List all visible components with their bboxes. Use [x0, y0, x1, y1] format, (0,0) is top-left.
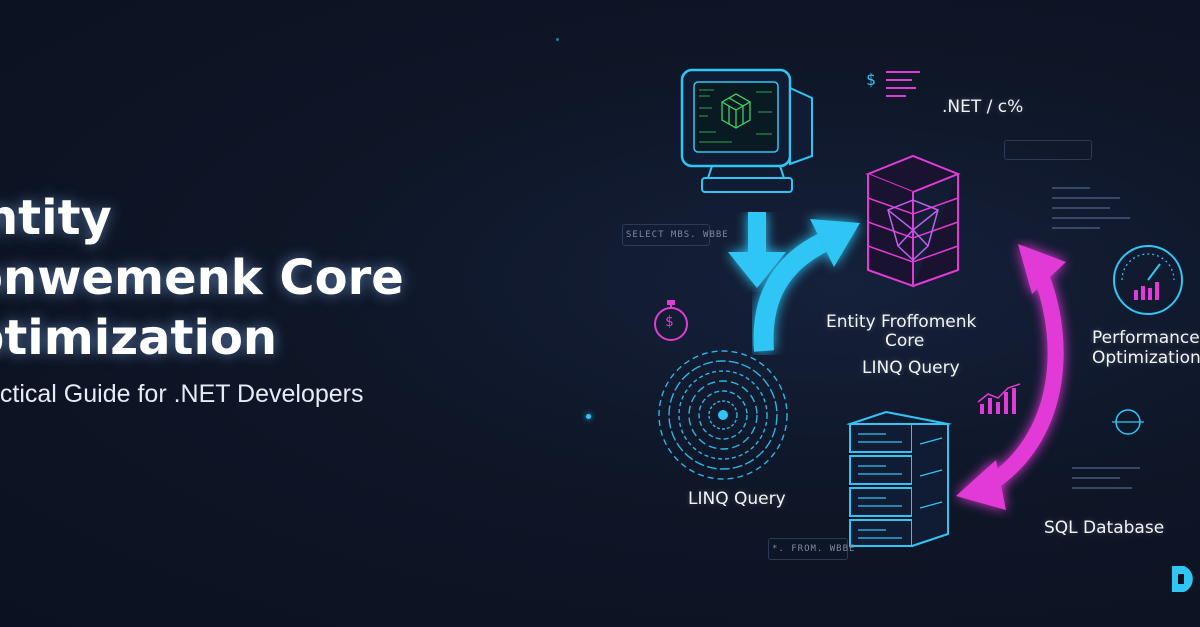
dollar-sign: $: [866, 70, 877, 89]
headline-line-3: ptimization: [0, 310, 278, 366]
dotnet-label: .NET / c%: [942, 97, 1024, 117]
spiral-icon: [658, 350, 788, 480]
down-arrow-icon: [728, 212, 786, 288]
curved-loop-arrow-icon: [956, 244, 1066, 510]
headline-line-1: ntity: [0, 190, 112, 246]
retro-monitor-icon: [680, 68, 813, 193]
headline-line-2: onwemenk Core: [0, 250, 404, 306]
target-icon: [1112, 409, 1144, 435]
code-lines-icon: [1052, 187, 1130, 229]
select-snippet: SELECT MBS. WBBE: [626, 230, 729, 240]
code-box: [1004, 140, 1092, 160]
logo-icon: [1172, 566, 1193, 592]
ef-core-label-line-1: Entity Froffomenk: [826, 312, 977, 332]
code-lines-icon: [1072, 467, 1140, 489]
performance-label-line-2: Optimization: [1092, 348, 1200, 368]
from-snippet-box: [768, 538, 848, 560]
select-snippet-box: [622, 224, 710, 246]
stopwatch-icon: [654, 300, 688, 341]
ef-core-label-line-2: Core: [885, 331, 925, 351]
gauge-icon: [1113, 245, 1183, 315]
headline: ntity onwemenk Core ptimization: [0, 188, 404, 368]
glow-dot: [586, 414, 591, 419]
server-stack-icon: [846, 410, 952, 547]
code-lines-icon: [886, 71, 920, 97]
subtitle: actical Guide for .NET Developers: [0, 380, 364, 408]
curved-up-arrow-icon: [753, 219, 860, 352]
glow-dot: [556, 38, 559, 41]
performance-label-line-1: Performance: [1092, 328, 1200, 348]
sql-database-label: SQL Database: [1044, 518, 1165, 538]
linq-query-bottom-label: LINQ Query: [688, 489, 786, 509]
bar-chart-icon: [977, 383, 1021, 414]
linq-query-center-label: LINQ Query: [862, 358, 960, 378]
from-snippet: *. FROM. WBBE: [772, 544, 856, 554]
stopwatch-dollar: $: [665, 314, 675, 330]
cube-stack-icon: [865, 154, 961, 288]
